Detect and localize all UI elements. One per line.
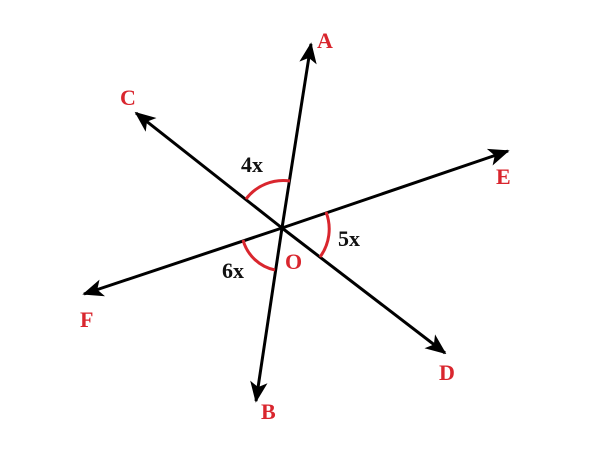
ray-OE xyxy=(281,148,510,230)
label-B: B xyxy=(261,399,276,424)
angle-label-4x: 4x xyxy=(241,152,263,177)
label-C: C xyxy=(120,85,136,110)
ray-OA xyxy=(280,42,317,229)
angle-arc-FOB xyxy=(241,239,276,272)
angle-label-6x: 6x xyxy=(222,258,244,283)
label-E: E xyxy=(496,164,511,189)
ray-OD xyxy=(281,226,447,355)
label-O: O xyxy=(285,249,302,274)
label-A: A xyxy=(317,28,333,53)
label-F: F xyxy=(80,307,93,332)
label-D: D xyxy=(439,360,455,385)
angle-label-5x: 5x xyxy=(338,226,360,251)
ray-OB xyxy=(250,227,284,403)
angle-arc-EOD xyxy=(318,211,331,258)
angle-arc-AOC xyxy=(244,179,291,200)
ray-OC xyxy=(134,111,283,230)
ray-OF xyxy=(82,226,283,297)
